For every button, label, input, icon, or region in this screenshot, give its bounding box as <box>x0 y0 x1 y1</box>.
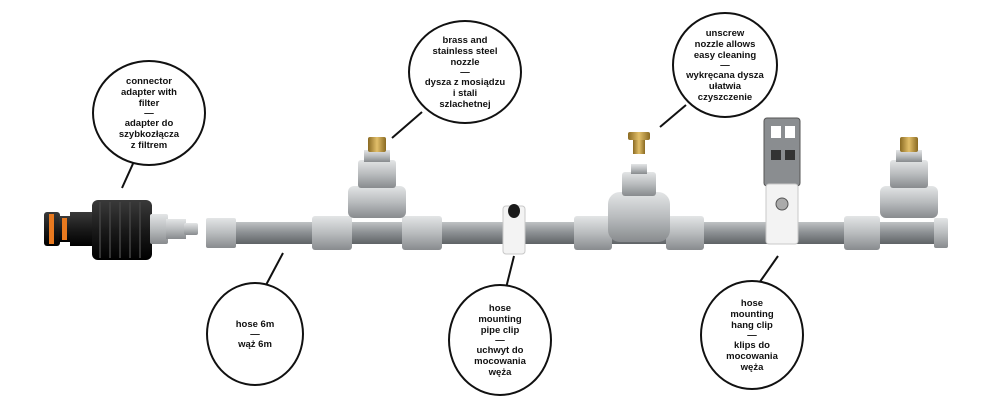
hose-fittings <box>312 216 948 250</box>
callout-hang-clip-separator: — <box>747 329 757 341</box>
callout-hose-pl-1: wąż 6m <box>238 338 272 350</box>
callout-unscrew-pl-2: ułatwia <box>708 80 742 92</box>
callout-nozzle-pl-3: szlachetnej <box>439 98 491 110</box>
quick-connector <box>44 200 198 260</box>
callout-nozzle-en-1: brass and <box>442 34 488 46</box>
callout-connector-en-1: connector <box>126 75 172 87</box>
callout-pipe-clip-pl-1: uchwyt do <box>476 344 524 356</box>
callout-unscrew-pl-1: wykręcana dysza <box>686 69 764 81</box>
callout-unscrew-separator: — <box>720 59 730 71</box>
leader-unscrew <box>659 104 687 128</box>
callout-pipe-clip-en-1: hose <box>488 302 512 314</box>
callout-connector-pl-3: z filtrem <box>130 139 168 151</box>
callout-unscrew-en-2: nozzle allows <box>694 38 756 50</box>
callout-unscrew-pl-3: czyszczenie <box>697 91 753 103</box>
callout-unscrew-en-1: unscrew <box>705 27 745 39</box>
callout-connector-separator: — <box>144 107 154 119</box>
callout-connector-pl-2: szybkozłącza <box>118 128 180 140</box>
callout-unscrew-en-3: easy cleaning <box>693 49 757 61</box>
hang-clip <box>763 117 801 245</box>
pipe-clip <box>502 204 526 255</box>
callout-hang-clip-en-2: mounting <box>730 308 774 320</box>
callout-nozzle-en-2: stainless steel <box>432 45 498 57</box>
leader-nozzle <box>391 111 423 139</box>
leader-hose <box>265 252 284 286</box>
nozzle-tee-right <box>880 137 938 218</box>
callout-pipe-clip-pl-3: węża <box>488 366 512 378</box>
nozzle-tee-left <box>348 137 406 218</box>
callout-hose: hose 6m — wąż 6m <box>206 282 304 386</box>
callout-brass-nozzle: brass and stainless steel nozzle — dysza… <box>408 20 522 124</box>
callout-hang-clip-pl-2: mocowania <box>726 350 778 362</box>
callout-pipe-clip-en-3: pipe clip <box>480 324 520 336</box>
callout-connector-adapter: connector adapter with filter — adapter … <box>92 60 206 166</box>
callout-hang-clip-en-3: hang clip <box>731 319 773 331</box>
callout-hang-clip-pl-3: węża <box>740 361 764 373</box>
callout-hang-clip-pl-1: klips do <box>734 339 770 351</box>
callout-nozzle-pl-2: i stali <box>452 87 478 99</box>
callout-pipe-clip: hose mounting pipe clip — uchwyt do moco… <box>448 284 552 396</box>
callout-hang-clip: hose mounting hang clip — klips do mocow… <box>700 280 804 390</box>
callout-nozzle-pl-1: dysza z mosiądzu <box>424 76 506 88</box>
callout-unscrew-nozzle: unscrew nozzle allows easy cleaning — wy… <box>672 12 778 118</box>
callout-hose-en-1: hose 6m <box>235 318 275 330</box>
callout-hang-clip-en-1: hose <box>740 297 764 309</box>
callout-nozzle-en-3: nozzle <box>450 56 480 68</box>
callout-connector-en-2: adapter with <box>121 86 177 98</box>
callout-nozzle-separator: — <box>460 66 470 78</box>
nozzle-tee-center <box>608 132 670 242</box>
callout-pipe-clip-separator: — <box>495 334 505 346</box>
callout-connector-en-3: filter <box>138 97 160 109</box>
hose-end-cap <box>206 218 236 248</box>
callout-hose-separator: — <box>250 328 260 340</box>
callout-connector-pl-1: adapter do <box>124 117 174 129</box>
callout-pipe-clip-en-2: mounting <box>478 313 522 325</box>
callout-pipe-clip-pl-2: mocowania <box>474 355 526 367</box>
leader-lines <box>121 104 779 293</box>
